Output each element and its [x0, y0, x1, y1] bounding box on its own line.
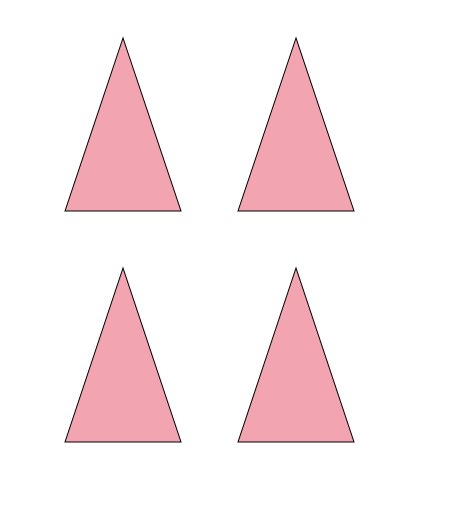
triangle-top-left [64, 36, 182, 212]
triangle-bottom-right [237, 266, 355, 443]
triangle-top-right [237, 36, 355, 212]
triangle-bottom-left [64, 266, 182, 443]
